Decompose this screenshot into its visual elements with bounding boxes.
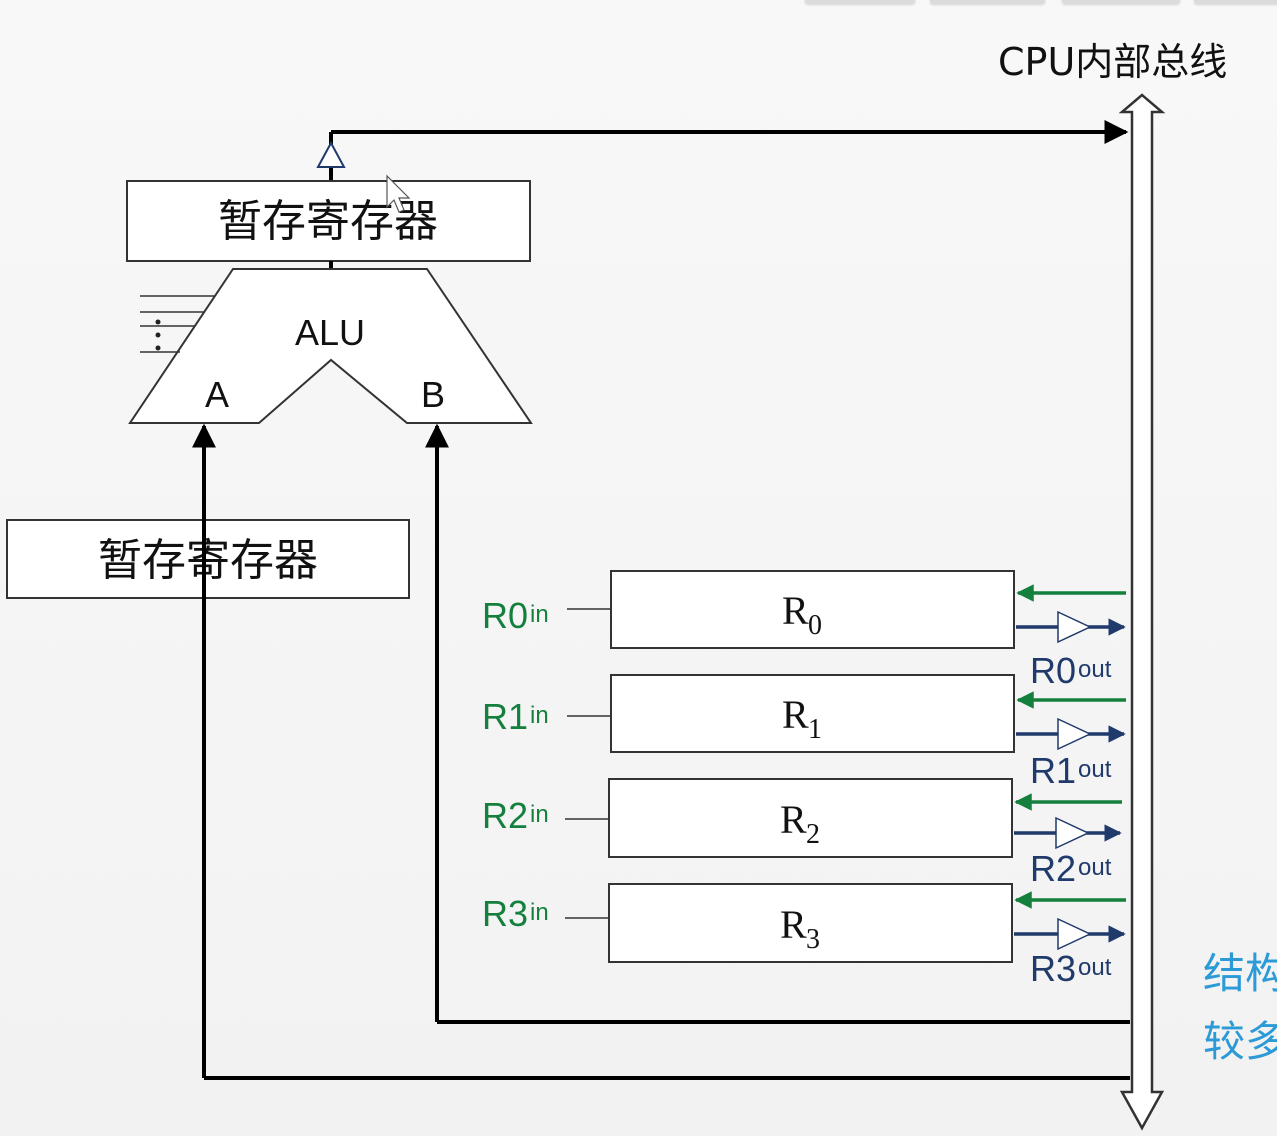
alu-control-ellipsis — [155, 319, 161, 351]
r0-in-label: R0 — [482, 595, 528, 636]
side-note-line-1: 结构 — [1203, 949, 1277, 998]
alu-label: ALU — [295, 312, 365, 353]
r0-in-suffix: in — [530, 601, 549, 628]
toolbar-button[interactable] — [1194, 0, 1277, 4]
bus-title: CPU内部总线 — [998, 40, 1227, 84]
r0-out-suffix: out — [1078, 656, 1112, 683]
r2-in-suffix: in — [530, 801, 549, 828]
r3-out-suffix: out — [1078, 954, 1112, 981]
temp-register-left — [6, 519, 410, 599]
r2-out-label: R2 — [1030, 848, 1076, 889]
register-r2: R 2 R2 in R2 out — [482, 778, 1122, 889]
temp-register-top — [126, 180, 531, 262]
register-r0: R 0 R0 in R0 out — [482, 570, 1126, 691]
register-r3: R 3 R3 in R3 out — [482, 883, 1126, 989]
temp-register-top-label: 暂存寄存器 — [218, 196, 438, 247]
register-subscript: 0 — [808, 610, 822, 641]
toolbar-button[interactable] — [805, 0, 915, 4]
r3-in-suffix: in — [530, 899, 549, 926]
cpu-internal-bus — [1118, 93, 1166, 1131]
r3-out-buffer-icon — [1057, 917, 1092, 951]
register-name: R — [780, 902, 807, 947]
r2-out-buffer-icon — [1055, 816, 1090, 850]
register-subscript: 1 — [808, 714, 822, 745]
r1-in-suffix: in — [530, 702, 549, 729]
alu-input-a-label: A — [205, 374, 229, 415]
r1-out-suffix: out — [1078, 756, 1112, 783]
r1-out-label: R1 — [1030, 750, 1076, 791]
alu-input-b-label: B — [421, 374, 445, 415]
alu-shape — [128, 268, 533, 424]
temp-register-left-label: 暂存寄存器 — [98, 535, 318, 586]
output-buffer-icon — [316, 140, 346, 168]
r0-out-label: R0 — [1030, 650, 1076, 691]
register-subscript: 2 — [806, 819, 820, 850]
alu-control-lines — [140, 295, 215, 353]
r0-out-buffer-icon — [1057, 610, 1092, 644]
r3-out-label: R3 — [1030, 948, 1076, 989]
side-note-line-2: 较多 — [1203, 1017, 1277, 1066]
mouse-cursor-icon — [386, 174, 411, 213]
r2-out-suffix: out — [1078, 854, 1112, 881]
r1-in-label: R1 — [482, 696, 528, 737]
r1-out-buffer-icon — [1057, 717, 1092, 751]
r3-in-label: R3 — [482, 893, 528, 934]
register-name: R — [782, 588, 809, 633]
register-name: R — [780, 797, 807, 842]
toolbar-button[interactable] — [930, 0, 1045, 4]
r2-in-label: R2 — [482, 795, 528, 836]
register-r1: R 1 R1 in R1 out — [482, 674, 1126, 791]
toolbar-button[interactable] — [1062, 0, 1180, 4]
register-subscript: 3 — [806, 924, 820, 955]
register-name: R — [782, 692, 809, 737]
